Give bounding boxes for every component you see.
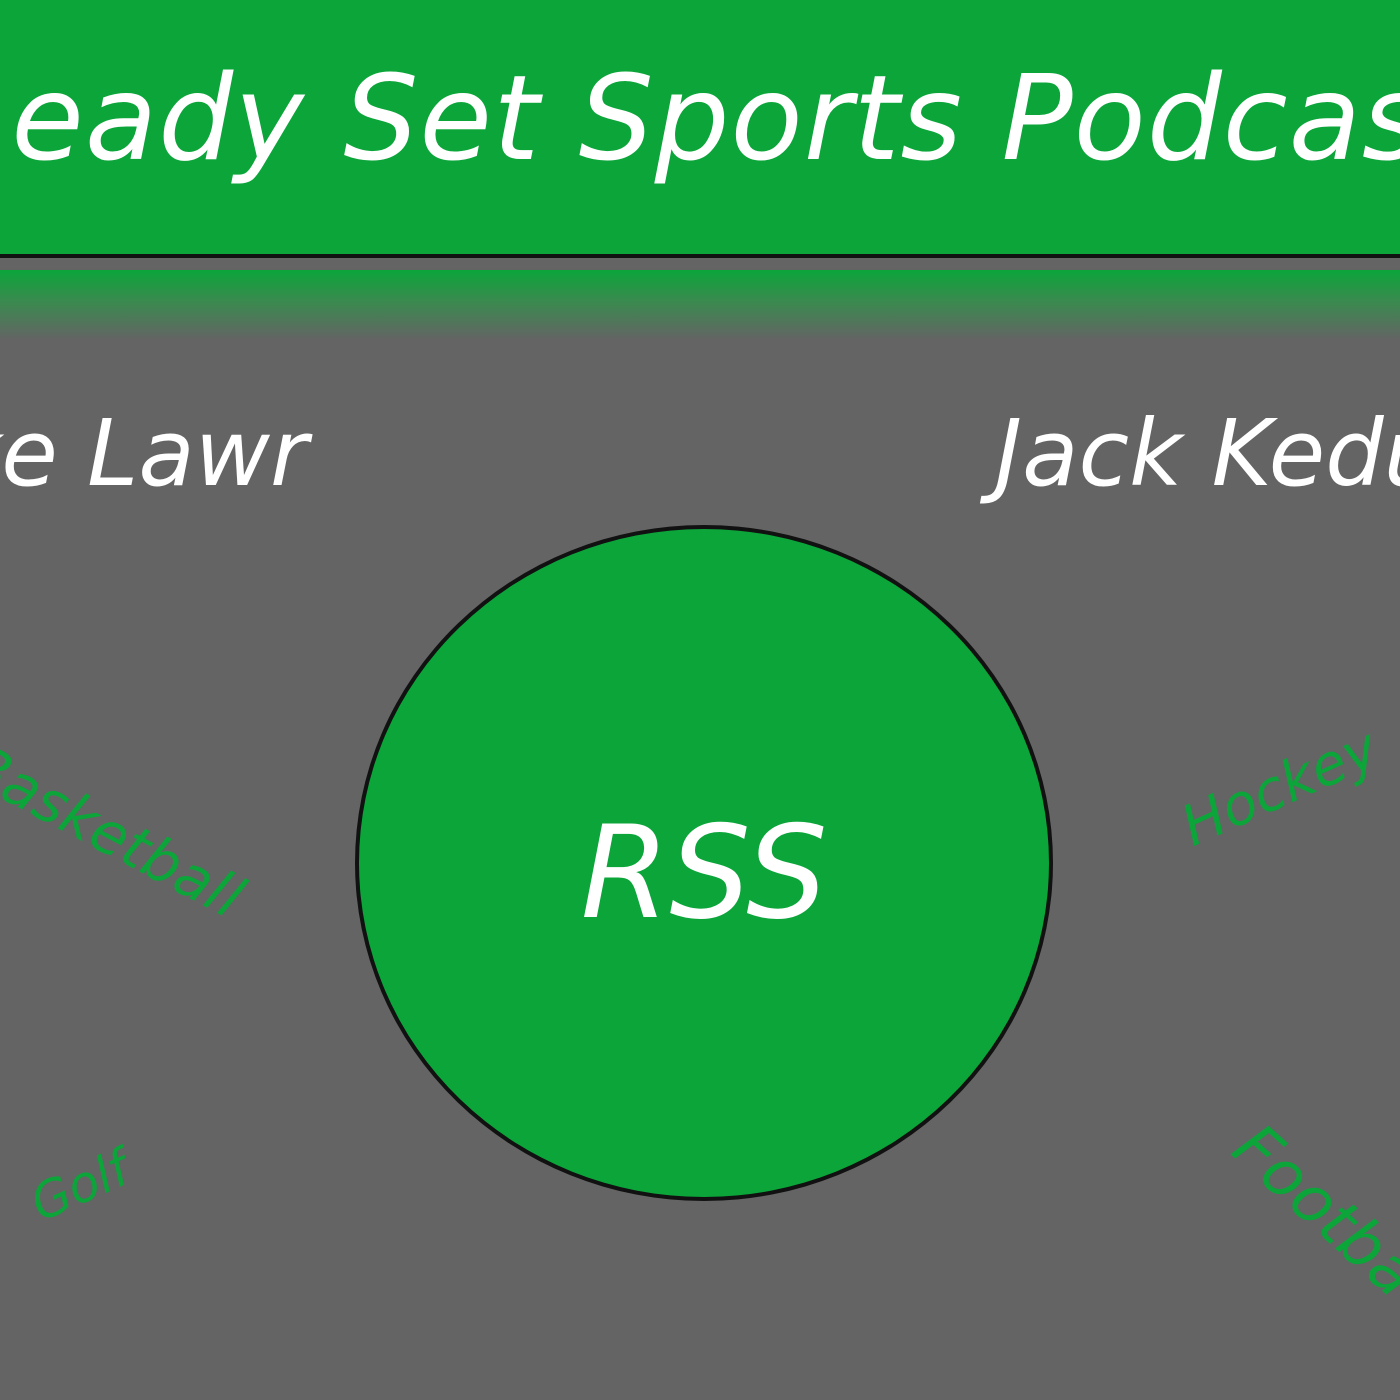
sport-label-golf: Golf [22,1138,138,1233]
podcast-title: Ready Set Sports Podcast [0,49,1400,187]
logo-text: RSS [580,798,828,948]
sport-label-football: Footba [1218,1110,1400,1313]
title-banner: Ready Set Sports Podcast [0,0,1400,258]
sport-label-hockey: Hockey [1172,715,1388,860]
host-name-right: Jack Kedu [995,400,1400,507]
sport-label-basketball: Basketball [0,730,255,932]
host-name-left: ke Lawr [0,400,308,507]
logo-circle: RSS [355,525,1053,1201]
gradient-band [0,270,1400,340]
